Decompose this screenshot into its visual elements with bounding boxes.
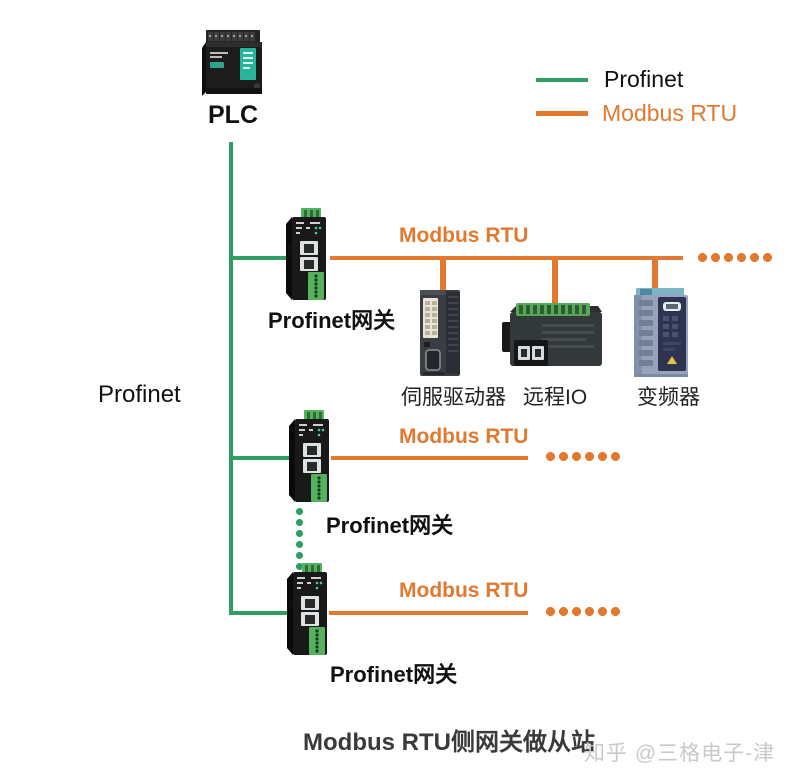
modbus-drop-remote-io [552, 258, 558, 306]
profinet-branch-line-3 [231, 611, 287, 615]
plc-label: PLC [208, 101, 258, 129]
ellipsis-dots-orange-3 [546, 607, 624, 616]
plc-image [202, 30, 262, 96]
profinet-trunk-label: Profinet [98, 381, 181, 408]
gateway-label-1: Profinet网关 [268, 308, 396, 333]
gateway-image-3 [287, 563, 327, 655]
legend-modbus-line [536, 111, 588, 116]
gateway-label-3: Profinet网关 [330, 662, 458, 687]
servo-drive-label: 伺服驱动器 [401, 386, 506, 409]
ellipsis-dots-green [296, 508, 303, 572]
modbus-line-label-2: Modbus RTU [399, 425, 529, 448]
remote-io-image [502, 303, 602, 366]
servo-drive-image [420, 290, 460, 376]
ellipsis-dots-orange-2 [546, 452, 624, 461]
gateway-image-1 [286, 208, 326, 300]
modbus-bus-line-2 [331, 456, 528, 460]
modbus-line-label-1: Modbus RTU [399, 224, 529, 247]
inverter-label: 变频器 [637, 386, 700, 409]
inverter-image [634, 288, 688, 377]
watermark-text: 知乎 @三格电子-津 [584, 742, 776, 765]
ellipsis-dots-orange-1 [698, 253, 776, 262]
gateway-label-2: Profinet网关 [326, 513, 454, 538]
modbus-bus-line-3 [329, 611, 528, 615]
modbus-drop-inverter [652, 258, 658, 290]
profinet-trunk-line [229, 142, 233, 615]
diagram-caption: Modbus RTU侧网关做从站 [303, 729, 595, 756]
modbus-drop-servo [440, 258, 446, 292]
legend-profinet-line [536, 78, 588, 82]
modbus-line-label-3: Modbus RTU [399, 579, 529, 602]
profinet-branch-line-1 [231, 256, 287, 260]
remote-io-label: 远程IO [523, 386, 588, 409]
legend-profinet-label: Profinet [604, 66, 684, 92]
legend-modbus-label: Modbus RTU [602, 100, 738, 126]
profinet-branch-line-2 [231, 456, 289, 460]
modbus-bus-line-1 [330, 256, 683, 260]
gateway-image-2 [289, 410, 329, 502]
